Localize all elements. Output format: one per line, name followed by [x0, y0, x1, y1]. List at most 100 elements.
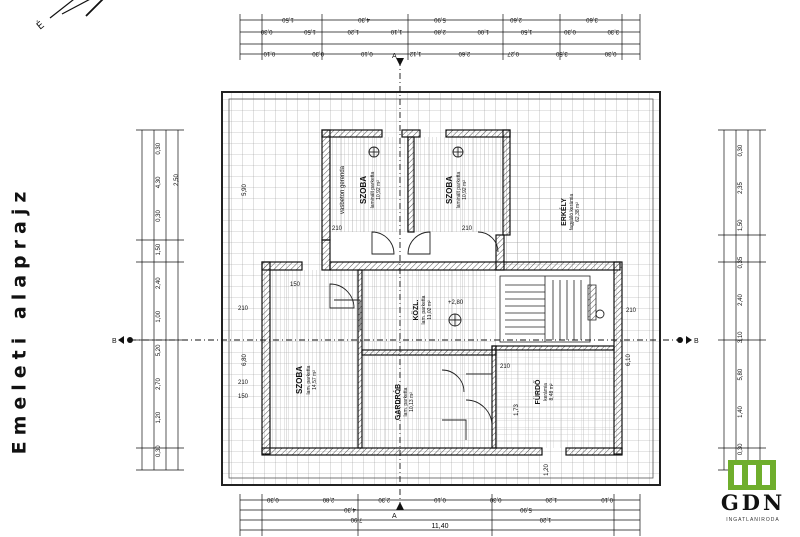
left-dim-6: 5,20: [156, 344, 162, 356]
right-dim-3: 0,35: [738, 256, 744, 268]
top-dim-3-2: 0,10: [360, 50, 372, 56]
section-b-right: B: [694, 338, 699, 345]
balcony-area: [506, 130, 626, 260]
top-dim-2-0: 0,30: [260, 28, 272, 34]
top-dim-3-3: 1,12: [409, 50, 421, 56]
company-logo: GDN INGATLANIRODA: [712, 460, 794, 532]
staircase: [499, 275, 597, 343]
top-dim-3-1: 0,30: [312, 50, 324, 56]
left-dim-0: 0,30: [156, 142, 162, 154]
misc-dim-4: 1,20: [544, 464, 550, 476]
sill-label: 210: [626, 308, 637, 314]
bottom-dim-1-5: 1,20: [545, 496, 557, 502]
door-label-1: 210: [332, 226, 343, 232]
top-dim-3-0: 0,10: [263, 50, 275, 56]
logo-mark-icon: [728, 460, 776, 490]
top-dim-1-0: 1,50: [282, 16, 294, 22]
right-dims: 0,302,351,500,352,403,105,801,400,30: [738, 144, 744, 455]
misc-dim-3: 6,10: [626, 354, 632, 366]
left-dim-9: 0,30: [156, 445, 162, 457]
left-dim-3: 1,50: [156, 243, 162, 255]
room-erkely-name: ERKÉLY: [559, 198, 568, 226]
bottom-dim-2-1: 5,90: [520, 506, 532, 512]
left-dims: 0,304,300,301,502,401,005,202,701,200,30: [156, 142, 162, 457]
top-dim-3-4: 2,60: [458, 50, 470, 56]
section-b-left: B: [112, 338, 117, 345]
top-dim-2-4: 2,80: [434, 28, 446, 34]
left-dim-7: 2,70: [156, 378, 162, 390]
room-szoba-3-name: SZOBA: [295, 366, 304, 394]
misc-dim-0: 6,80: [242, 354, 248, 366]
top-dims-row1: 1,50 4,30 5,90 2,60 3,60: [282, 16, 598, 22]
left-dim-4: 2,40: [156, 277, 162, 289]
room-szoba-1-sub: laminált parketta: [370, 171, 376, 208]
room-furdo-area: 8,48 m²: [549, 383, 555, 400]
misc-dim-5: 1,73: [514, 404, 520, 416]
room-szoba-2-sub: laminált parketta: [456, 171, 462, 208]
top-dim-1-2: 5,90: [434, 16, 446, 22]
left-dim-5: 1,00: [156, 310, 162, 322]
top-dim-2-1: 1,50: [304, 28, 316, 34]
top-dim-2-7: 0,30: [564, 28, 576, 34]
top-dim-2-2: 1,20: [347, 28, 359, 34]
room-szoba-1-area: 10,92 m²: [376, 180, 382, 200]
bottom-dim-1-3: 0,10: [434, 496, 446, 502]
left-dimension-lines: [136, 129, 184, 471]
bottom-dim-1-0: 0,30: [266, 496, 278, 502]
section-a-top: A: [392, 53, 397, 60]
compass-label: É: [34, 18, 47, 32]
drawing-title: Emeleti alaprajz: [4, 170, 34, 470]
top-dim-2-6: 1,50: [520, 28, 532, 34]
top-dim-1-3: 2,60: [510, 16, 522, 22]
top-dim-3-6: 3,50: [555, 50, 567, 56]
left-dim-8: 1,20: [156, 411, 162, 423]
right-dim-5: 3,10: [738, 331, 744, 343]
room-gardrob-sub: lam. parketta: [403, 387, 409, 416]
room-gardrob-area: 10,13 m²: [409, 392, 415, 412]
door-label-2: 210: [462, 226, 473, 232]
door-label-4: 210: [238, 380, 249, 386]
room-furdo-sub: kerámia: [543, 383, 549, 401]
door-label-6: 150: [290, 282, 301, 288]
bottom-dim-2-0: 4,30: [344, 506, 356, 512]
section-markers: [118, 58, 692, 510]
misc-dims: 6,80 5,90 2,50 6,10 1,20 1,73: [174, 174, 632, 476]
walls: [261, 129, 623, 456]
room-szoba-2-name: SZOBA: [445, 176, 454, 204]
total-width: 11,40: [432, 523, 449, 530]
left-dim-2: 0,30: [156, 210, 162, 222]
room-szoba-3-sub: lam. parketta: [306, 365, 312, 394]
level-label: +2,80: [448, 300, 464, 306]
top-dimension-lines: [239, 14, 641, 60]
room-erkely-area: 62,38 m²: [575, 202, 581, 222]
room-kozl-name: KÖZL.: [411, 299, 420, 320]
right-dim-7: 1,40: [738, 406, 744, 418]
drawing-title-text: Emeleti alaprajz: [8, 185, 31, 455]
right-dimension-lines: [718, 129, 766, 471]
top-dim-1-4: 3,60: [586, 16, 598, 22]
misc-dim-2: 2,50: [174, 174, 180, 186]
right-dim-4: 2,40: [738, 294, 744, 306]
top-dim-2-3: 1,10: [390, 28, 402, 34]
top-dim-1-1: 4,30: [358, 16, 370, 22]
bottom-dim-1-4: 0,30: [489, 496, 501, 502]
right-dim-6: 5,80: [738, 368, 744, 380]
top-dim-3-5: 0,27: [507, 50, 519, 56]
room-gardrob-name: GARDRÓB: [393, 384, 402, 420]
bottom-dimension-lines: [239, 494, 641, 536]
logo-subtext: INGATLANIRODA: [726, 517, 780, 523]
room-szoba-1-name: SZOBA: [359, 176, 368, 204]
door-swings: [329, 231, 499, 440]
right-dim-2: 1,50: [738, 219, 744, 231]
bottom-dim-1-2: 2,30: [378, 496, 390, 502]
misc-dim-1: 5,90: [242, 184, 248, 196]
top-dim-2-5: 1,00: [477, 28, 489, 34]
axis-markers: [368, 146, 605, 327]
door-label-5: 210: [500, 364, 511, 370]
logo-text: GDN: [720, 490, 786, 515]
